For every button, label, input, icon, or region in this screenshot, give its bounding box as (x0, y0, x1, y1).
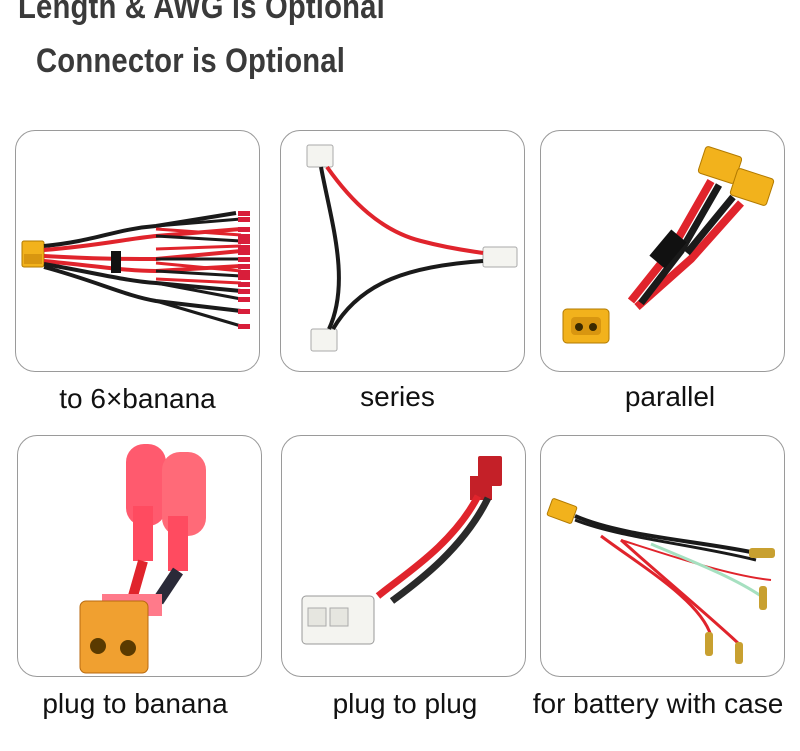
product-card-to-6-banana[interactable] (15, 130, 260, 372)
harness-6-banana-image (21, 211, 250, 329)
product-card-parallel[interactable] (540, 130, 785, 372)
product-card-plug-to-plug[interactable] (281, 435, 526, 677)
product-card-series[interactable] (280, 130, 525, 372)
caption-plug-to-banana: plug to banana (42, 688, 228, 719)
plug-to-plug-image (301, 456, 502, 645)
series-harness-image (306, 144, 518, 352)
length-awg-heading: Length & AWG is Optional (18, 0, 385, 26)
battery-case-harness-image (546, 498, 775, 664)
caption-to-6-banana: to 6×banana (59, 383, 216, 414)
product-card-battery-with-case[interactable] (540, 435, 785, 677)
caption-series: series (360, 381, 435, 412)
connector-heading: Connector is Optional (36, 42, 346, 80)
product-card-plug-to-banana[interactable] (17, 435, 262, 677)
caption-for-battery-with-case: for battery with case (532, 688, 784, 719)
plug-to-banana-image (79, 444, 206, 674)
caption-parallel: parallel (624, 381, 716, 412)
caption-plug-to-plug: plug to plug (332, 688, 478, 719)
parallel-harness-image (562, 146, 775, 344)
